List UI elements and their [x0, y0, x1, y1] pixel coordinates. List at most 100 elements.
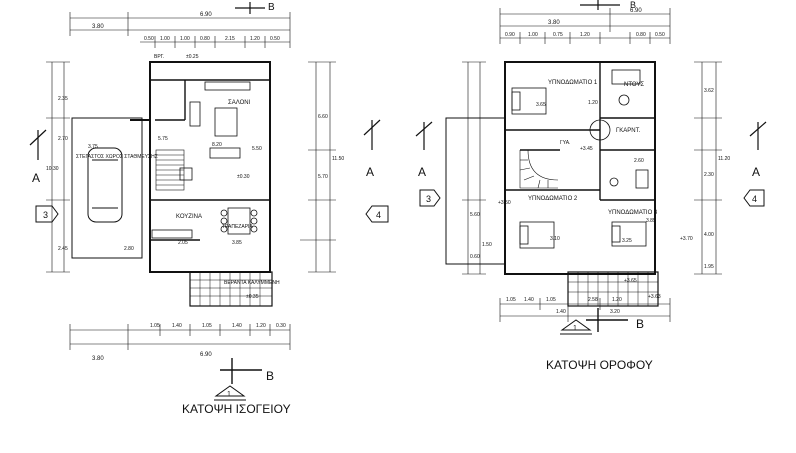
upper-stairs: [519, 149, 559, 189]
dim-top-seg: 0.50: [270, 36, 280, 42]
room-dim: 3.85: [646, 218, 656, 224]
section-marker-a-left-upper: [415, 121, 433, 150]
section-marker-a-right-upper: [749, 121, 767, 150]
north-marker-label: 1: [227, 391, 231, 398]
dim-top-left-upper: 3.80: [548, 20, 560, 26]
ground-stairs: [155, 149, 185, 191]
section-marker-top-b: [235, 2, 265, 14]
top-dimension-lines-upper: [499, 8, 671, 44]
dim-bottom-upper: 1.05: [546, 297, 556, 303]
room-dim: 5.75: [158, 136, 168, 142]
dim-bottom-upper: 1.05: [506, 297, 516, 303]
dim-top-seg: 0.50: [655, 32, 665, 38]
side-marker-4-upper: [743, 189, 765, 207]
level-mark: ±0.30: [237, 174, 250, 180]
ground-interior-walls: [150, 79, 270, 241]
dim-bottom: 0.30: [276, 323, 286, 329]
dim-bottom-upper: 3.20: [610, 309, 620, 315]
bottom-dimension-lines: [69, 324, 291, 350]
level-mark: +3.45: [580, 146, 593, 152]
left-dimension-lines: [46, 61, 70, 273]
section-label-b-top: B: [268, 2, 275, 13]
upper-left-terrace: [445, 117, 505, 265]
dim-top-seg: 0.80: [200, 36, 210, 42]
left-dimension-lines-upper: [462, 61, 486, 275]
dim-top-seg: 0.90: [505, 32, 515, 38]
dim-right-upper: 11.20: [718, 156, 730, 162]
section-marker-a-left: [29, 129, 47, 160]
room-saloni: ΣΑΛΟΝΙ: [228, 100, 251, 106]
dim-top-seg: 1.00: [528, 32, 538, 38]
side-marker-3-upper: [419, 189, 441, 207]
dim-right: 6.60: [318, 114, 328, 120]
north-marker-upper-label: 1: [573, 325, 577, 332]
bottom-dimension-lines-upper: [499, 298, 671, 322]
dim-top-seg: 0.50: [144, 36, 154, 42]
top-dimension-lines: [69, 12, 291, 48]
room-dim: 3.75: [88, 144, 98, 150]
side-marker-4: [365, 205, 389, 223]
dim-right: 5.70: [318, 174, 328, 180]
room-bedroom-2: ΥΠΝΟΔΩΜΑΤΙΟ 2: [528, 196, 578, 202]
room-dim: 8.20: [212, 142, 222, 148]
upper-furniture: [511, 69, 649, 249]
dim-left: 2.45: [58, 246, 68, 252]
room-shower: ΝΤΟΥΣ: [624, 82, 644, 88]
dim-top-overall: 6.90: [200, 12, 212, 18]
right-dimension-lines: [300, 61, 336, 273]
upper-floor-plan: 6.90 3.80 0.90 1.00 0.75 1.20 0.80 0.50 …: [415, 0, 767, 335]
dim-top-seg: 1.00: [180, 36, 190, 42]
ground-veranda: [189, 271, 273, 307]
room-dim: 5.50: [252, 146, 262, 152]
room-veranda: ΒΕΡΑΝΤΑ ΚΑΛΥΜΜΕΝΗ: [224, 280, 280, 286]
dim-left: 10.30: [46, 166, 59, 172]
side-marker-3-label: 3: [43, 210, 48, 220]
dim-bottom: 1.05: [150, 323, 160, 329]
section-label-a-right: A: [366, 165, 374, 179]
ground-floor-title: ΚΑΤΟΨΗ ΙΣΟΓΕΙΟΥ: [182, 402, 291, 416]
dim-bottom-upper: 2.58: [588, 297, 598, 303]
dim-right-upper: 2.30: [704, 172, 714, 178]
dim-bottom: 1.20: [256, 323, 266, 329]
dim-bottom: 1.40: [232, 323, 242, 329]
section-label-b-top-upper: B: [630, 0, 636, 10]
dim-top-seg: 2.15: [225, 36, 235, 42]
right-dimension-lines-upper: [694, 61, 722, 275]
dim-top-seg: 1.20: [580, 32, 590, 38]
level-mark: +3.50: [498, 200, 511, 206]
side-marker-3-upper-label: 3: [426, 194, 431, 204]
section-marker-bottom-b-upper: [586, 308, 628, 332]
dim-top-overall-upper: 6.90: [630, 8, 642, 14]
level-mark: +3.70: [680, 236, 693, 242]
room-vrg: ΒΡΓ.: [154, 54, 164, 60]
room-carport: ΣΤΕΓΑΣΤΟΣ ΧΩΡΟΣ ΣΤΑΘΜΕΥΣΗΣ: [76, 154, 158, 160]
level-mark: +3.65: [624, 278, 637, 284]
section-marker-a-right: [363, 119, 381, 150]
room-dim: 1.20: [588, 100, 598, 106]
dim-top-left: 3.80: [92, 24, 104, 30]
dim-left-upper: 0.60: [470, 254, 480, 260]
room-dim: 3.65: [536, 102, 546, 108]
dim-left-upper: 5.60: [470, 212, 480, 218]
dim-right-upper: 1.95: [704, 264, 714, 270]
dim-bottom-upper: 1.40: [524, 297, 534, 303]
upper-balcony: [567, 271, 659, 307]
dim-top-seg: 1.00: [160, 36, 170, 42]
dim-right-upper: 3.62: [704, 88, 714, 94]
dim-bottom-upper: 1.40: [556, 309, 566, 315]
dim-right: 11.50: [332, 156, 344, 162]
upper-floor-title: ΚΑΤΟΨΗ ΟΡΟΦΟΥ: [546, 358, 653, 372]
upper-interior-walls: [505, 62, 655, 201]
dim-left: 2.35: [58, 96, 68, 102]
section-marker-bottom-b: [220, 358, 262, 384]
section-label-a-right-upper: A: [752, 165, 760, 179]
dim-top-seg: 1.20: [250, 36, 260, 42]
room-gya: ΓΥΑ.: [560, 140, 570, 146]
dim-bottom: 1.40: [172, 323, 182, 329]
carport: [71, 117, 143, 259]
room-bedroom-3: ΥΠΝΟΔΩΜΑΤΙΟ 3: [608, 210, 658, 216]
section-label-a-left-upper: A: [418, 165, 426, 179]
dim-right-upper: 4.00: [704, 232, 714, 238]
section-label-b-bottom-upper: B: [636, 317, 644, 331]
